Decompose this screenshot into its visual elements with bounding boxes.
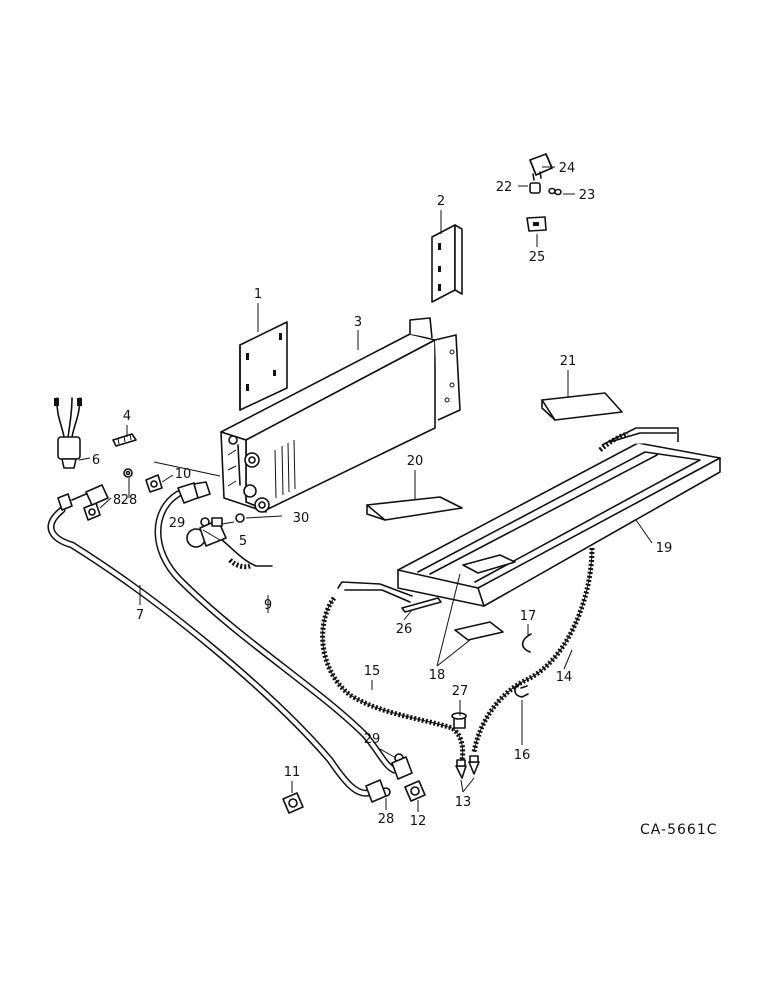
hose-part-7 <box>47 484 387 803</box>
drain-hose-part-14 <box>471 431 629 753</box>
callout-4: 4 <box>123 409 131 424</box>
callout-27: 27 <box>452 684 469 699</box>
drain-valve-part-13-right <box>468 755 480 775</box>
callout-2: 2 <box>437 194 445 209</box>
callout-17: 17 <box>520 609 537 624</box>
bracket-part-2 <box>431 224 463 303</box>
callout-29-upper: 29 <box>169 516 186 531</box>
callout-5: 5 <box>239 534 247 549</box>
pad-part-18-lower <box>454 621 504 641</box>
callout-19: 19 <box>656 541 673 556</box>
fitting-part-12 <box>404 780 426 802</box>
callout-3: 3 <box>354 315 362 330</box>
callout-8: 8 <box>113 493 121 508</box>
callout-20: 20 <box>407 454 424 469</box>
drain-hose-part-15 <box>320 596 466 761</box>
hose-part-9 <box>154 481 413 780</box>
clamp-part-17 <box>521 633 532 653</box>
switch-part-6 <box>54 397 82 469</box>
connector-part-4 <box>112 433 137 447</box>
callout-13: 13 <box>455 795 472 810</box>
drain-pan-part-19 <box>397 427 721 607</box>
plate-part-20 <box>366 496 463 521</box>
callout-23: 23 <box>579 188 596 203</box>
clip-part-25 <box>526 216 547 232</box>
callout-12: 12 <box>410 814 427 829</box>
callout-14: 14 <box>556 670 573 685</box>
callout-7: 7 <box>136 608 144 623</box>
fitting-part-10 <box>145 474 163 493</box>
callout-18: 18 <box>429 668 446 683</box>
callout-30: 30 <box>293 511 310 526</box>
callout-25: 25 <box>529 250 546 265</box>
callout-1: 1 <box>254 287 262 302</box>
callout-16: 16 <box>514 748 531 763</box>
evaporator-housing-part-3 <box>220 317 461 513</box>
callout-28-upper: 28 <box>121 493 138 508</box>
relay-part-24 <box>529 153 553 181</box>
plate-part-21 <box>541 392 623 421</box>
callout-10: 10 <box>175 467 192 482</box>
leader-lines <box>78 166 653 812</box>
callout-28-lower: 28 <box>378 812 395 827</box>
drawing-reference: CA-5661C <box>640 822 718 838</box>
expansion-valve-part-5 <box>186 517 273 570</box>
fitting-part-11 <box>282 792 304 814</box>
strip-part-26 <box>401 597 442 613</box>
callout-24: 24 <box>559 161 576 176</box>
fitting-part-27 <box>451 712 467 729</box>
connector-part-22 <box>529 182 541 194</box>
callout-22: 22 <box>496 180 513 195</box>
callout-29-lower: 29 <box>364 732 381 747</box>
drain-tube <box>337 581 413 603</box>
pad-part-18-upper <box>462 554 516 574</box>
drain-valve-part-13-left <box>455 759 467 779</box>
callout-11: 11 <box>284 765 301 780</box>
bracket-part-1 <box>239 321 288 411</box>
callout-15: 15 <box>364 664 381 679</box>
o-ring-part-30 <box>235 513 245 523</box>
terminal-part-23 <box>548 187 562 196</box>
o-ring-part-28-upper <box>123 468 133 478</box>
callout-21: 21 <box>560 354 577 369</box>
callout-26: 26 <box>396 622 413 637</box>
callout-9: 9 <box>264 598 272 613</box>
callout-6: 6 <box>92 453 100 468</box>
